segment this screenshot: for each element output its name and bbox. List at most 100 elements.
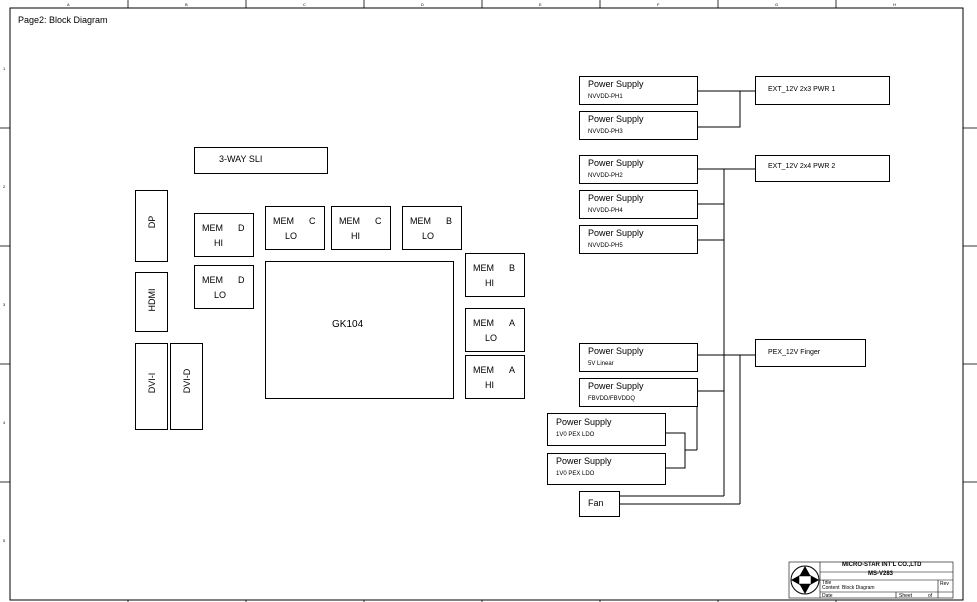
mem-channel: B — [509, 263, 516, 273]
fan-label: Fan — [588, 498, 604, 508]
mem-rank: HI — [485, 278, 494, 288]
ext-12v-pwr1: EXT_12V 2x3 PWR 1 — [755, 76, 890, 105]
hdmi-output: HDMI — [135, 272, 168, 332]
date-label: Date — [822, 593, 833, 599]
power-supply-nvvdd-ph3: Power Supply NVVDD-PH3 — [579, 111, 698, 140]
mem-label: MEM — [202, 275, 223, 285]
power-title: Power Supply — [588, 381, 644, 391]
power-rail: NVVDD-PH2 — [588, 173, 623, 179]
power-title: Power Supply — [588, 193, 644, 203]
power-title: Power Supply — [556, 417, 612, 427]
power-supply-nvvdd-ph1: Power Supply NVVDD-PH1 — [579, 76, 698, 105]
power-supply-nvvdd-ph2: Power Supply NVVDD-PH2 — [579, 155, 698, 184]
mem-rank: LO — [422, 231, 435, 241]
power-rail: 1V0 PEX LDO — [556, 432, 595, 438]
sli-label: 3-WAY SLI — [219, 154, 263, 164]
model-number: MS-V283 — [868, 571, 894, 577]
power-supply-5v-linear: Power Supply 5V Linear — [579, 343, 698, 372]
mem-rank: HI — [351, 231, 360, 241]
power-rail: NVVDD-PH4 — [588, 208, 623, 214]
mem-c-lo: MEM C LO — [265, 206, 325, 250]
sheet-label: Sheet — [899, 593, 913, 599]
company-name: MICRO-STAR INT'L CO.,LTD — [842, 562, 922, 568]
connector-label: EXT_12V 2x3 PWR 1 — [768, 86, 836, 93]
mem-rank: HI — [485, 380, 494, 390]
col-label: D — [421, 2, 424, 7]
power-title: Power Supply — [588, 346, 644, 356]
power-supply-1v0-pex-ldo-2: Power Supply 1V0 PEX LDO — [547, 453, 666, 485]
mem-channel: C — [309, 216, 316, 226]
of-label: of — [928, 593, 933, 599]
mem-label: MEM — [410, 216, 431, 226]
mem-a-lo: MEM A LO — [465, 308, 525, 352]
power-rail: 1V0 PEX LDO — [556, 471, 595, 477]
col-label: F — [657, 2, 660, 7]
dvi-i-output: DVI-I — [135, 343, 168, 430]
gpu-gk104: GK104 — [265, 261, 454, 399]
gpu-label: GK104 — [332, 319, 364, 330]
mem-channel: D — [238, 223, 245, 233]
mem-label: MEM — [339, 216, 360, 226]
dp-label: DP — [147, 215, 157, 229]
power-title: Power Supply — [588, 158, 644, 168]
page-title: Page2: Block Diagram — [18, 15, 108, 25]
power-wiring — [619, 90, 755, 505]
row-label: 4 — [3, 420, 6, 425]
mem-label: MEM — [473, 263, 494, 273]
power-title: Power Supply — [588, 114, 644, 124]
power-title: Power Supply — [588, 228, 644, 238]
row-label: 1 — [3, 66, 6, 71]
col-label: G — [775, 2, 778, 7]
ext-12v-pwr2: EXT_12V 2x4 PWR 2 — [755, 155, 890, 182]
company-logo — [790, 565, 820, 595]
power-rail: FBVDD/FBVDDQ — [588, 396, 636, 402]
mem-d-hi: MEM D HI — [194, 213, 254, 257]
row-label: 5 — [3, 538, 6, 543]
mem-label: MEM — [473, 365, 494, 375]
mem-d-lo: MEM D LO — [194, 265, 254, 309]
title-label: Title — [822, 580, 832, 586]
mem-channel: A — [509, 365, 516, 375]
dvi-d-label: DVI-D — [182, 368, 192, 394]
dvi-d-output: DVI-D — [170, 343, 203, 430]
power-rail: NVVDD-PH3 — [588, 129, 623, 135]
pex-12v-finger: PEX_12V Finger — [755, 339, 866, 367]
power-supply-1v0-pex-ldo-1: Power Supply 1V0 PEX LDO — [547, 413, 666, 446]
dp-output: DP — [135, 190, 168, 262]
hdmi-label: HDMI — [147, 288, 157, 312]
power-rail: 5V Linear — [588, 361, 614, 367]
mem-label: MEM — [202, 223, 223, 233]
sli-connector: 3-WAY SLI — [194, 147, 328, 174]
mem-rank: HI — [214, 238, 223, 248]
col-label: E — [539, 2, 542, 7]
mem-channel: C — [375, 216, 382, 226]
mem-b-hi: MEM B HI — [465, 253, 525, 297]
power-rail: NVVDD-PH5 — [588, 243, 623, 249]
dvi-i-label: DVI-I — [147, 372, 157, 394]
mem-channel: D — [238, 275, 245, 285]
mem-channel: A — [509, 318, 516, 328]
col-label: B — [185, 2, 188, 7]
power-supply-nvvdd-ph4: Power Supply NVVDD-PH4 — [579, 190, 698, 219]
col-label: H — [893, 2, 896, 7]
col-label: C — [303, 2, 306, 7]
rev-label: Rev — [940, 581, 949, 587]
connector-label: PEX_12V Finger — [768, 349, 821, 356]
mem-rank: LO — [214, 290, 227, 300]
mem-channel: B — [446, 216, 453, 226]
mem-label: MEM — [473, 318, 494, 328]
power-supply-fbvdd: Power Supply FBVDD/FBVDDQ — [579, 378, 698, 407]
mem-rank: LO — [285, 231, 298, 241]
power-title: Power Supply — [588, 79, 644, 89]
title-block — [788, 561, 954, 599]
mem-rank: LO — [485, 333, 498, 343]
mem-label: MEM — [273, 216, 294, 226]
row-label: 3 — [3, 302, 6, 307]
power-rail: NVVDD-PH1 — [588, 94, 623, 100]
mem-c-hi: MEM C HI — [331, 206, 391, 250]
doc-value: Block Diagram — [842, 585, 875, 591]
mem-b-lo: MEM B LO — [402, 206, 462, 250]
mem-a-hi: MEM A HI — [465, 355, 525, 399]
power-supply-nvvdd-ph5: Power Supply NVVDD-PH5 — [579, 225, 698, 254]
